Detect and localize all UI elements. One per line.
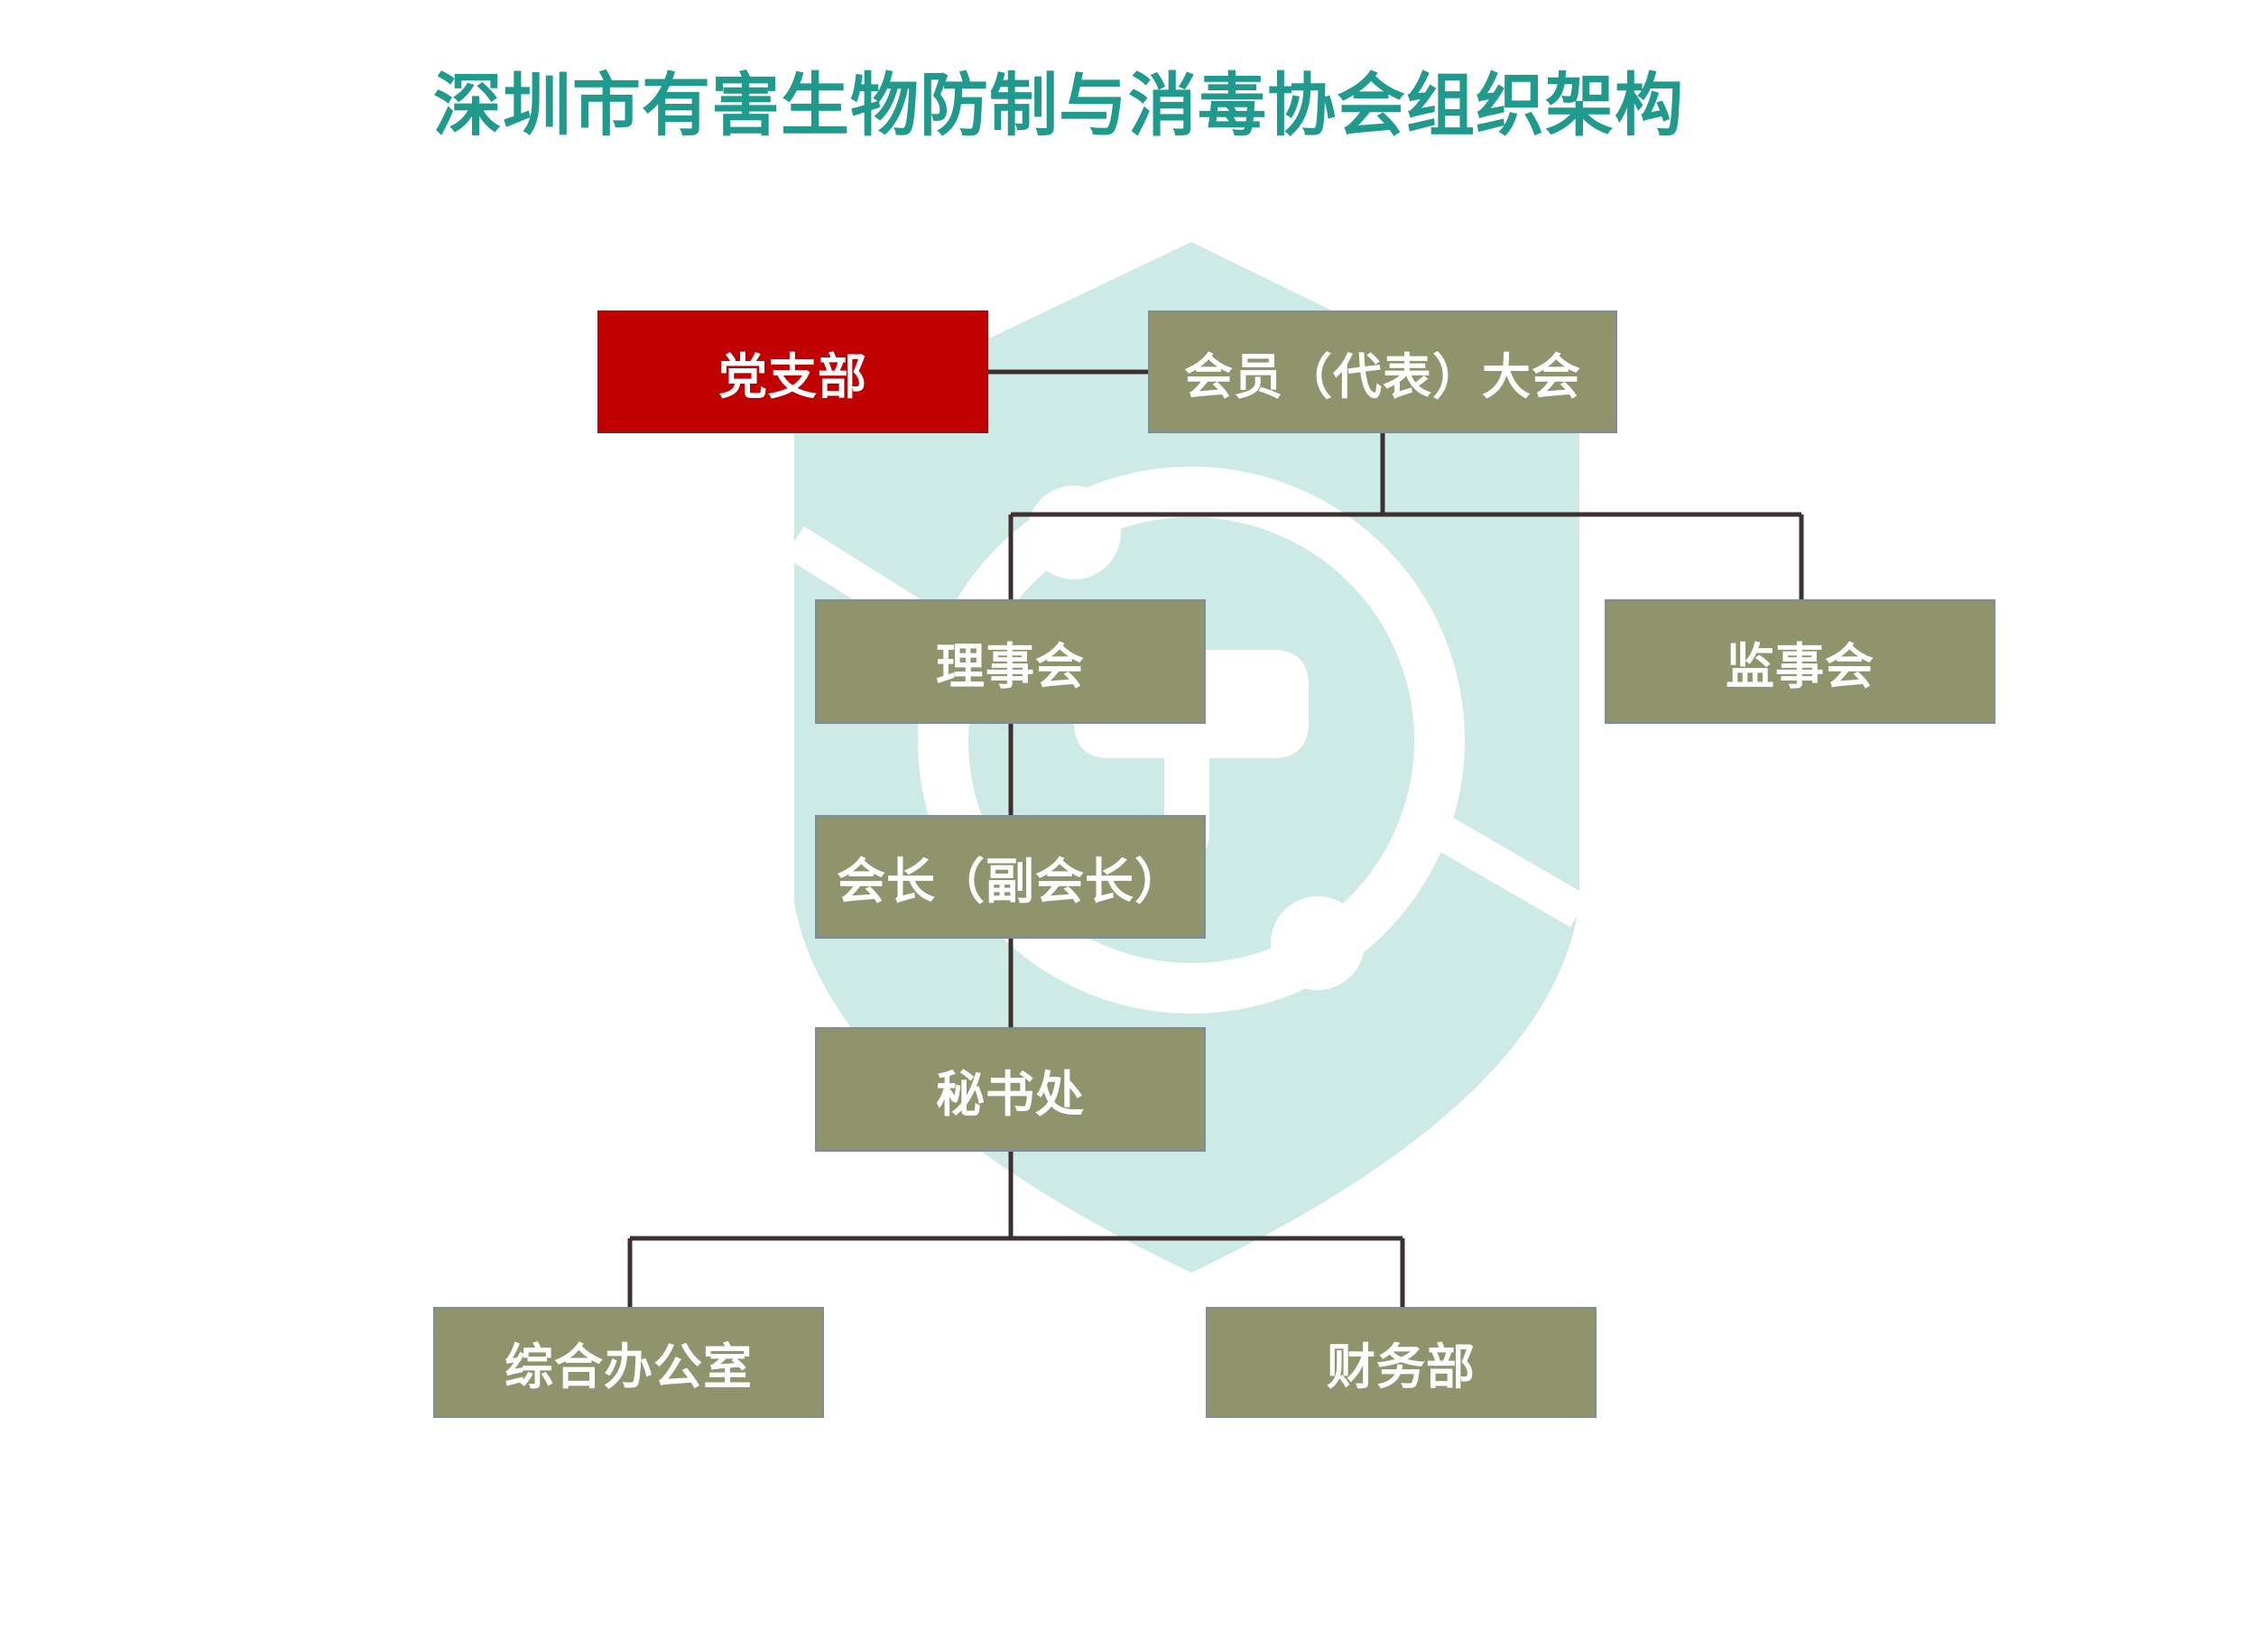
node-general-assembly: 会员（代表）大会 bbox=[1148, 310, 1617, 433]
node-secretariat: 秘书处 bbox=[815, 1027, 1206, 1152]
node-council: 理事会 bbox=[815, 599, 1206, 724]
node-supervisory-board: 监事会 bbox=[1605, 599, 1995, 724]
node-finance-dept: 财务部 bbox=[1206, 1307, 1597, 1418]
node-party-branch: 党支部 bbox=[597, 310, 988, 433]
node-president: 会长（副会长） bbox=[815, 815, 1206, 939]
node-general-office: 综合办公室 bbox=[433, 1307, 824, 1418]
page-title: 深圳市有害生物防制与消毒协会组织架构 bbox=[433, 65, 1684, 145]
